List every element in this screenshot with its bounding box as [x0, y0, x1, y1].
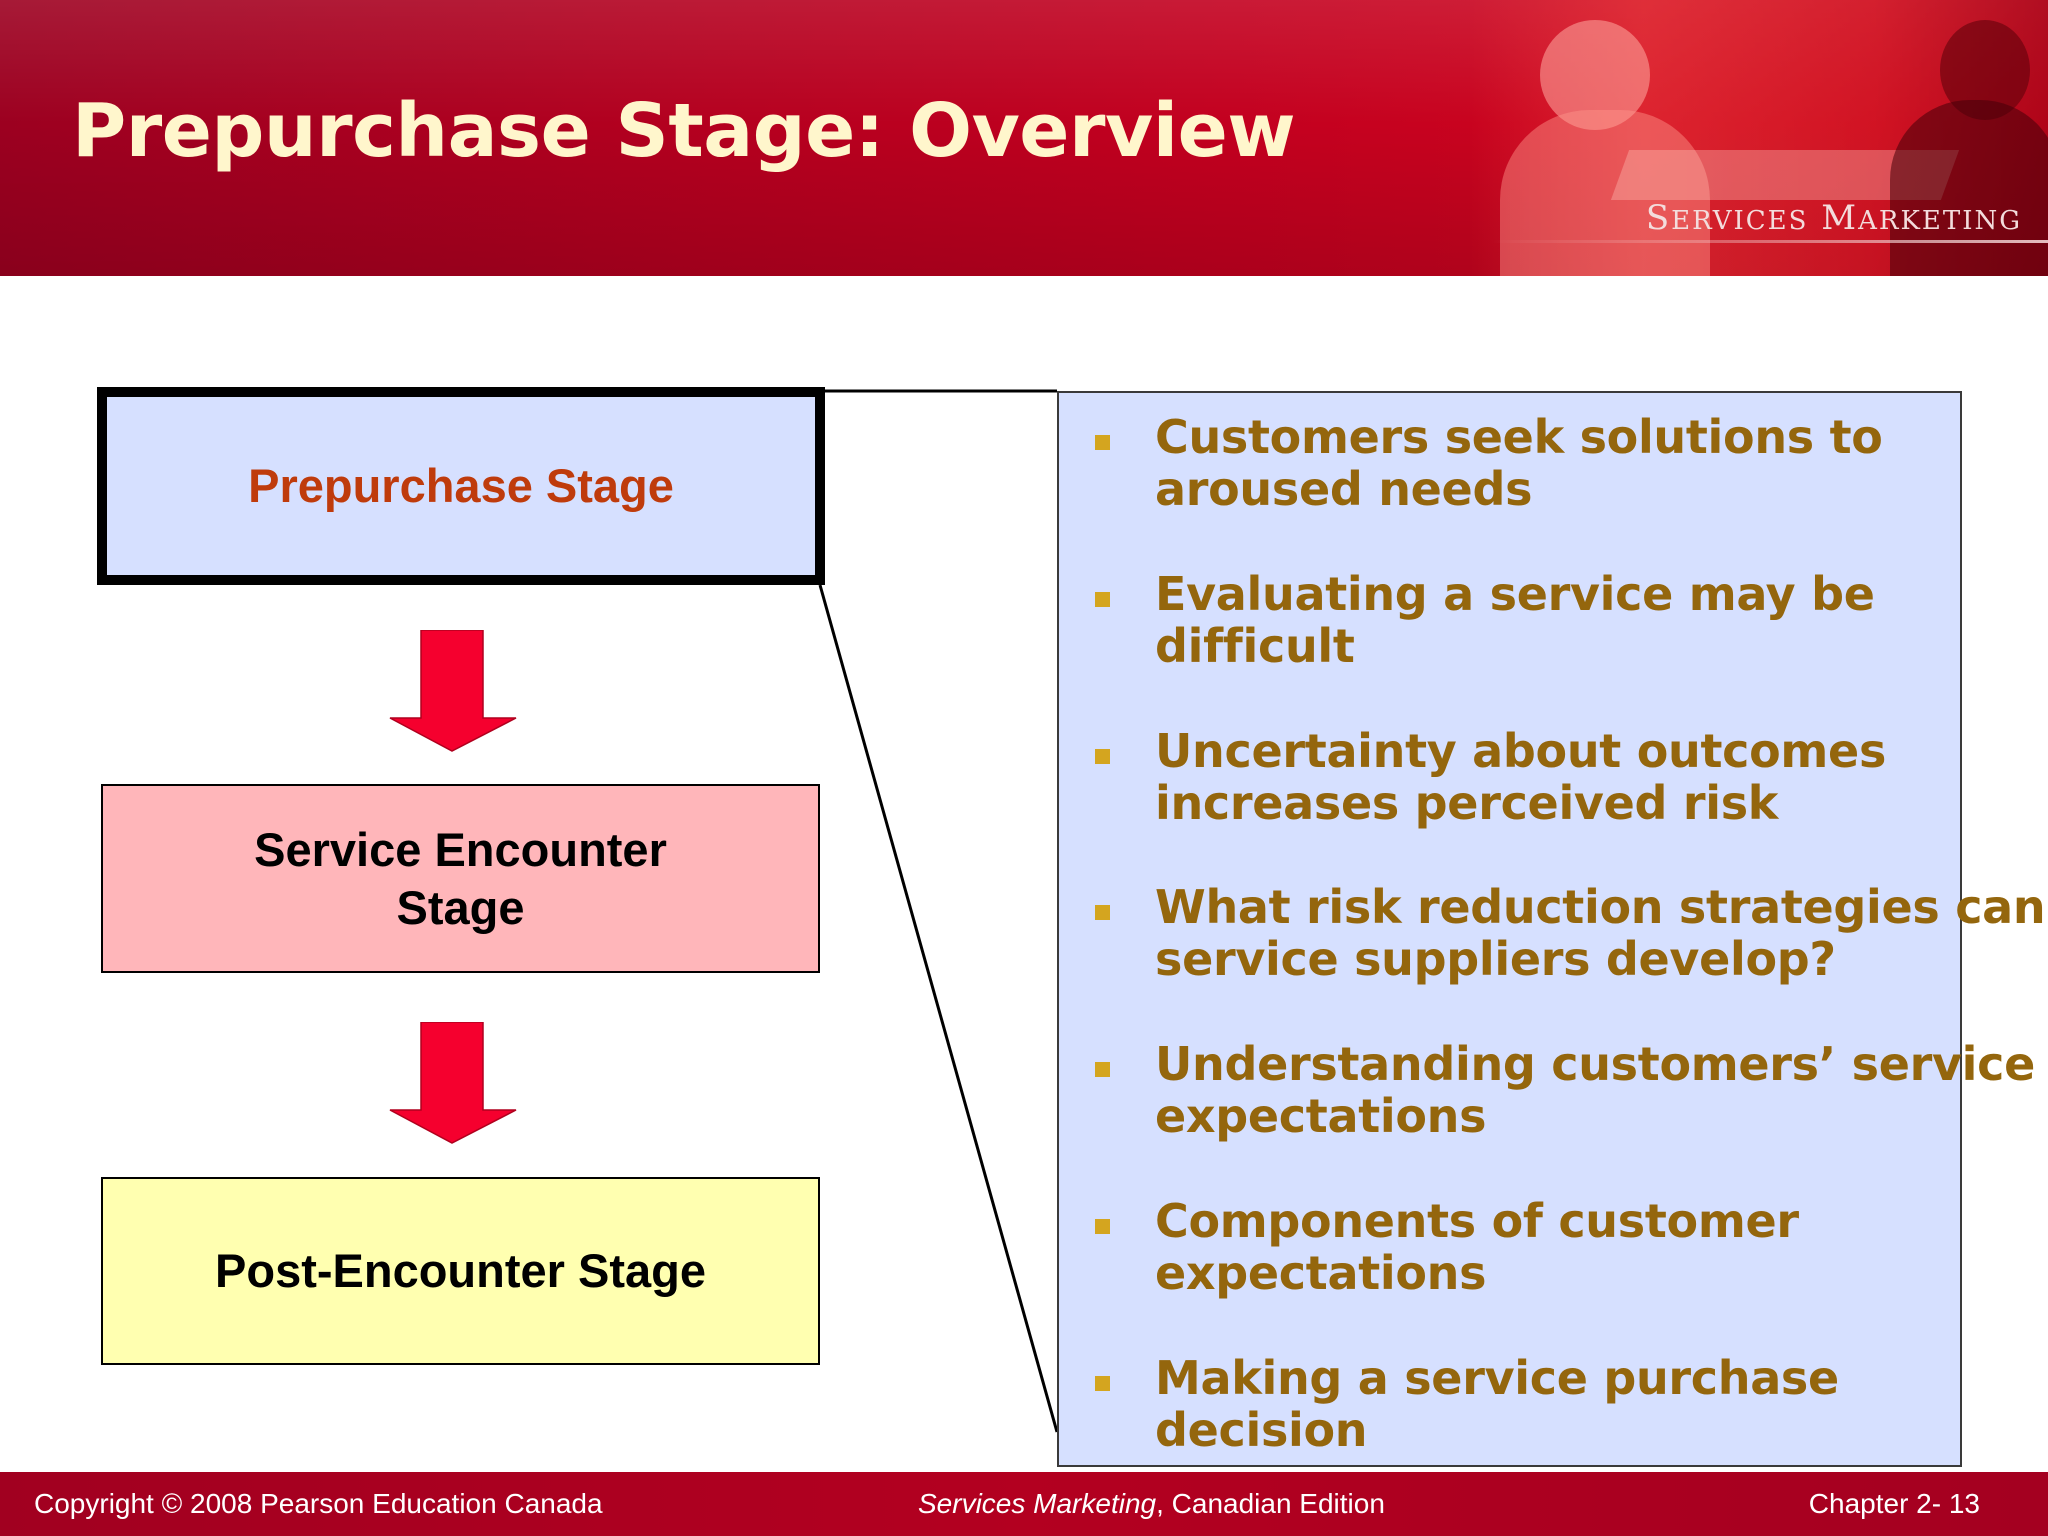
stage-box-prepurchase: Prepurchase Stage: [97, 387, 825, 585]
square-bullet-icon: [1095, 1218, 1110, 1234]
square-bullet-icon: [1095, 591, 1110, 607]
stage-label: Service Encounter Stage: [254, 822, 667, 934]
slide-number: Chapter 2- 13: [1808, 1488, 1980, 1519]
square-bullet-icon: [1095, 905, 1110, 921]
stage-box-service-encounter: Service Encounter Stage: [101, 784, 820, 973]
square-bullet-icon: [1095, 1375, 1110, 1391]
book-edition: Services Marketing, Canadian Edition: [918, 1488, 1385, 1520]
list-item: Understanding customers’ service expecta…: [1059, 1038, 2035, 1195]
copyright-text: Copyright © 2008 Pearson Education Canad…: [34, 1488, 603, 1519]
down-arrow-icon: [389, 1022, 517, 1144]
list-item: Components of customer expectations: [1059, 1195, 1989, 1352]
brand-logo-text: SERVICES MARKETING: [1645, 198, 2022, 238]
stage-box-post-encounter: Post-Encounter Stage: [101, 1177, 820, 1365]
list-item: Making a service purchase decision: [1059, 1352, 1989, 1509]
list-item: Uncertainty about outcomes increases per…: [1059, 725, 1989, 882]
slide-footer: Copyright © 2008 Pearson Education Canad…: [0, 1472, 2048, 1536]
brand-underline: [1490, 240, 2048, 243]
list-item: What risk reduction strategies can servi…: [1059, 881, 2046, 1038]
header-photo: [1470, 0, 2048, 276]
bullet-list: Customers seek solutions to aroused need…: [1059, 411, 2046, 1509]
slide-title: Prepurchase Stage: Overview: [72, 88, 1296, 174]
stage-label: Post-Encounter Stage: [215, 1244, 706, 1297]
edition-text: , Canadian Edition: [1156, 1488, 1385, 1519]
square-bullet-icon: [1095, 748, 1110, 764]
list-item: Customers seek solutions to aroused need…: [1059, 411, 1989, 568]
square-bullet-icon: [1095, 1062, 1110, 1078]
prepurchase-details-panel: Customers seek solutions to aroused need…: [1057, 391, 2046, 1467]
down-arrow-icon: [389, 630, 517, 752]
square-bullet-icon: [1095, 435, 1110, 450]
book-title: Services Marketing: [918, 1488, 1157, 1519]
list-item: Evaluating a service may be difficult: [1059, 568, 1989, 725]
slide-header: Prepurchase Stage: Overview SERVICES MAR…: [0, 0, 2048, 276]
stage-label: Prepurchase Stage: [248, 459, 674, 512]
